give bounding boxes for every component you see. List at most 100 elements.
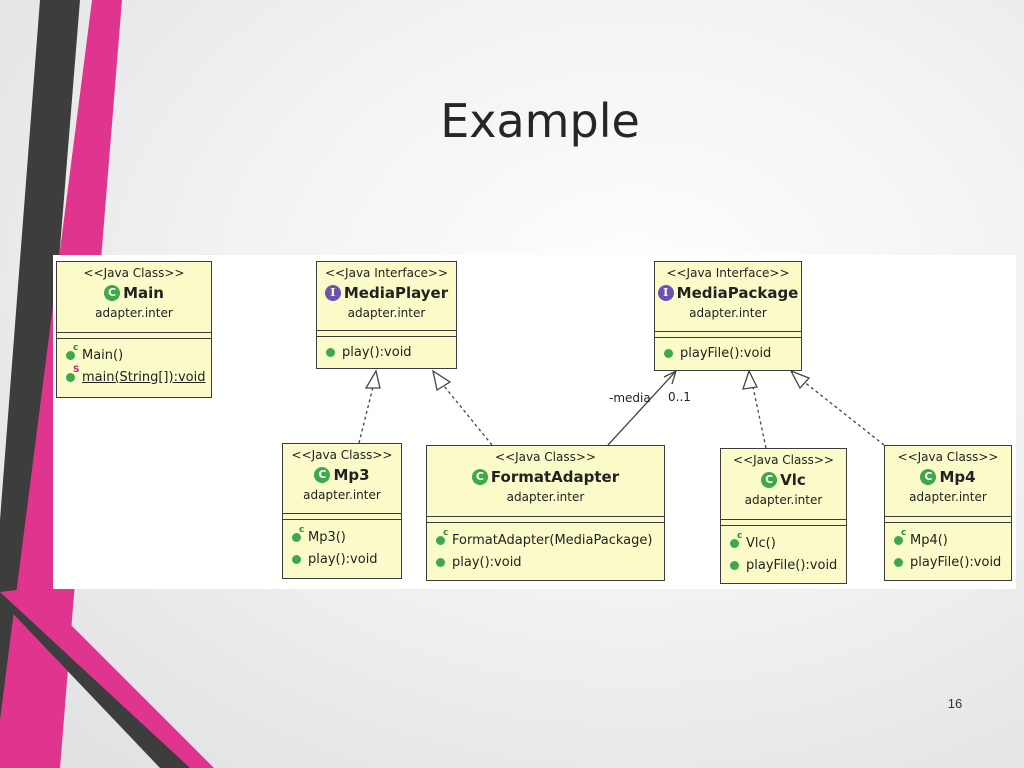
operation-row: c Mp4() [885, 528, 1011, 551]
operation-row: play():void [427, 551, 664, 573]
stereotype-label: <<Java Class>> [495, 450, 596, 464]
uml-interface-mediaplayer[interactable]: <<Java Interface>> I MediaPlayer adapter… [316, 261, 457, 369]
class-name: Vlc [780, 471, 806, 489]
realization-vlc-mediapackage [752, 386, 767, 449]
operations-list: c Mp3() play():void [283, 525, 401, 570]
association-arrowhead [663, 369, 678, 385]
uml-class-vlc[interactable]: <<Java Class>> C Vlc adapter.inter c Vlc… [720, 448, 847, 584]
uml-class-main[interactable]: <<Java Class>> C Main adapter.inter c Ma… [56, 261, 212, 398]
compartment-divider [885, 522, 1011, 523]
realization-arrowhead [432, 369, 452, 392]
method-icon [436, 557, 446, 567]
realization-mp3-mediaplayer [358, 386, 374, 444]
compartment-divider [283, 513, 401, 514]
package-label: adapter.inter [909, 490, 987, 504]
uml-class-mp4[interactable]: <<Java Class>> C Mp4 adapter.inter c Mp4… [884, 445, 1012, 581]
operation-text: playFile():void [680, 345, 772, 361]
constructor-icon: c [66, 343, 78, 360]
class-icon: C [104, 285, 121, 301]
operation-text: play():void [308, 551, 378, 567]
realization-mp4-mediapackage [802, 380, 885, 446]
class-icon: C [761, 472, 778, 488]
stereotype-label: <<Java Interface>> [324, 266, 449, 280]
operations-list: c Vlc() playFile():void [721, 531, 846, 576]
operation-text: playFile():void [746, 557, 838, 573]
uml-class-formatadapter[interactable]: <<Java Class>> C FormatAdapter adapter.i… [426, 445, 665, 581]
constructor-icon: c [730, 531, 742, 548]
slide-title: Example [440, 94, 640, 148]
operation-row: S main(String[]):void [57, 365, 211, 388]
association-role-label: -media [609, 391, 651, 405]
package-label: adapter.inter [506, 490, 585, 504]
stereotype-label: <<Java Class>> [83, 266, 185, 280]
operation-row: playFile():void [655, 342, 801, 364]
method-icon [664, 348, 674, 358]
page-number: 16 [947, 696, 963, 711]
realization-arrowhead [742, 369, 758, 390]
operations-list: play():void [317, 341, 456, 363]
operation-row: c Mp3() [283, 525, 401, 548]
class-name: Mp4 [939, 468, 976, 486]
operations-list: c Mp4() playFile():void [885, 528, 1011, 573]
class-name: FormatAdapter [490, 468, 620, 486]
package-label: adapter.inter [347, 306, 426, 320]
relations-layer [358, 369, 885, 449]
compartment-divider [317, 330, 456, 331]
constructor-icon: c [436, 528, 448, 545]
operation-row: play():void [317, 341, 456, 363]
interface-icon: I [657, 285, 674, 301]
compartment-divider [57, 332, 211, 333]
operation-text: play():void [342, 344, 412, 360]
operation-row: play():void [283, 548, 401, 570]
constructor-icon: c [894, 528, 906, 545]
compartment-divider [655, 337, 801, 338]
operations-list: c Main() S main(String[]):void [57, 343, 211, 388]
operation-text: main(String[]):void [82, 369, 206, 385]
compartment-divider [283, 519, 401, 520]
realization-formatadapter-mediaplayer [443, 385, 493, 446]
class-name: Mp3 [333, 466, 370, 484]
package-label: adapter.inter [303, 488, 381, 502]
class-icon: C [314, 467, 331, 483]
compartment-divider [885, 516, 1011, 517]
package-label: adapter.inter [689, 306, 767, 320]
compartment-divider [427, 522, 664, 523]
operation-text: Mp3() [308, 529, 346, 545]
package-label: adapter.inter [744, 493, 823, 507]
interface-name: MediaPlayer [343, 284, 449, 302]
compartment-divider [721, 525, 846, 526]
class-name: Main [123, 284, 164, 302]
uml-class-mp3[interactable]: <<Java Class>> C Mp3 adapter.inter c Mp3… [282, 443, 402, 579]
pink-stripe-diagonal [0, 588, 214, 768]
operation-text: FormatAdapter(MediaPackage) [452, 532, 653, 548]
operation-row: playFile():void [721, 554, 846, 576]
stereotype-label: <<Java Class>> [291, 448, 393, 462]
operation-text: Main() [82, 347, 124, 363]
class-icon: C [920, 469, 937, 485]
association-formatadapter-mediapackage [607, 370, 677, 446]
operation-text: Mp4() [910, 532, 948, 548]
method-icon [326, 347, 336, 357]
uml-interface-mediapackage[interactable]: <<Java Interface>> I MediaPackage adapte… [654, 261, 802, 371]
operation-row: c Main() [57, 343, 211, 366]
interface-icon: I [324, 285, 341, 301]
operation-text: playFile():void [910, 554, 1002, 570]
compartment-divider [721, 519, 846, 520]
operation-row: c Vlc() [721, 531, 846, 554]
realization-arrowhead [789, 369, 811, 390]
interface-name: MediaPackage [676, 284, 799, 302]
compartment-divider [427, 516, 664, 517]
operations-list: c FormatAdapter(MediaPackage) play():voi… [427, 528, 664, 573]
class-icon: C [471, 469, 488, 485]
realization-arrowhead [364, 369, 381, 389]
association-multiplicity-label: 0..1 [668, 390, 691, 404]
operation-text: Vlc() [746, 535, 776, 551]
operation-row: playFile():void [885, 551, 1011, 573]
stereotype-label: <<Java Class>> [897, 450, 999, 464]
operations-list: playFile():void [655, 342, 801, 364]
compartment-divider [57, 338, 211, 339]
stereotype-label: <<Java Class>> [733, 453, 834, 467]
operation-row: c FormatAdapter(MediaPackage) [427, 528, 664, 551]
stereotype-label: <<Java Interface>> [666, 266, 790, 280]
method-icon [894, 557, 904, 567]
